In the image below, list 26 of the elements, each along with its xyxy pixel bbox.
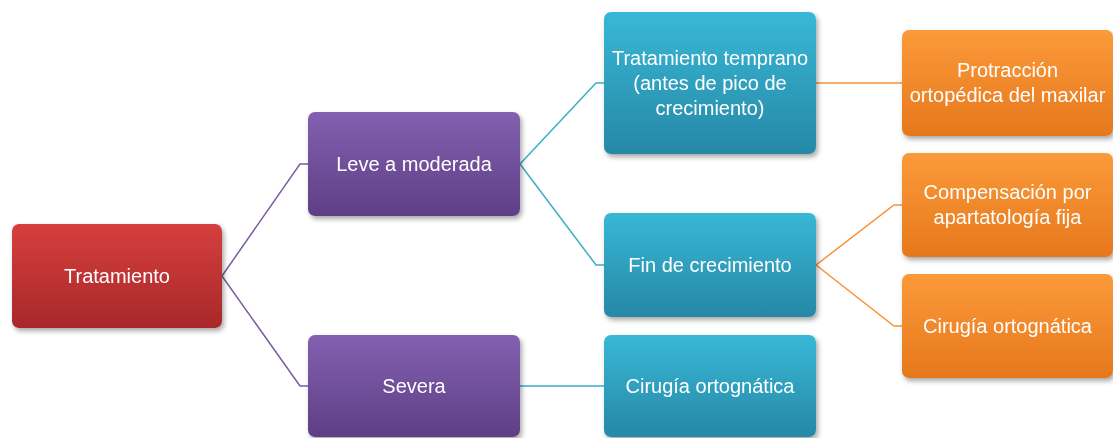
connector-line bbox=[519, 385, 605, 387]
box-label: Fin de crecimiento bbox=[628, 252, 792, 278]
box-label: Severa bbox=[382, 373, 446, 399]
category-box bbox=[308, 112, 520, 216]
box-label: Protracción ortopédica del maxilar bbox=[908, 58, 1107, 108]
box-label: Leve a moderada bbox=[336, 151, 492, 177]
category-box bbox=[604, 213, 816, 317]
category-box bbox=[604, 12, 816, 154]
category-box bbox=[308, 335, 520, 437]
category-box bbox=[12, 224, 222, 328]
box-label: Cirugía ortognática bbox=[923, 313, 1092, 339]
connector-line bbox=[815, 204, 903, 266]
connector-line bbox=[519, 163, 605, 266]
box-label: Cirugía ortognática bbox=[625, 373, 795, 399]
box-label: Compensación por apartatología fija bbox=[922, 180, 1093, 230]
connector-line bbox=[815, 82, 903, 84]
box-label: Tratamiento temprano (antes de pico de crecimiento) bbox=[611, 45, 809, 121]
connector-line bbox=[221, 163, 309, 277]
connector-line bbox=[221, 275, 309, 387]
category-box bbox=[902, 153, 1113, 257]
category-box bbox=[902, 274, 1113, 378]
box-label: Tratamiento bbox=[64, 263, 170, 289]
category-box bbox=[902, 30, 1113, 136]
connector-line bbox=[519, 82, 605, 165]
connector-line bbox=[815, 264, 903, 327]
category-box bbox=[604, 335, 816, 437]
